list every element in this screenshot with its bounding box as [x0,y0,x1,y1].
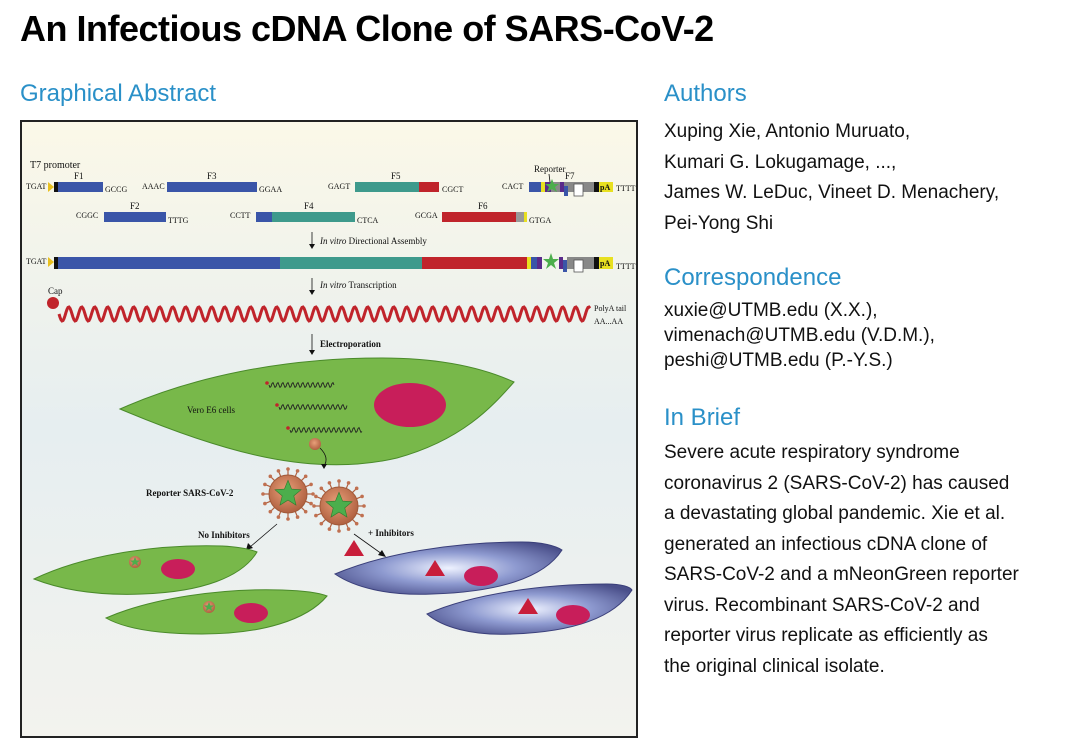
paper-title: An Infectious cDNA Clone of SARS-CoV-2 [20,8,714,49]
junction-tttt-1: TTTT [616,184,636,193]
no-inhibitor-arrow [246,543,253,550]
author-line: Kumari G. Lokugamage, ..., [664,151,897,173]
junction-tttt-2: TTTT [616,262,636,271]
junction-aaac: AAAC [142,182,165,191]
infected-cell-1 [32,545,258,595]
junction-tgat-2: TGAT [26,257,47,266]
f2-label: F2 [130,201,140,211]
f5-label: F5 [391,171,401,181]
mneongreen-star-icon [325,491,353,518]
author-line: Pei-Yong Shi [664,212,774,234]
in-brief-line: the original clinical isolate. [664,655,885,677]
t7-promoter-arrow [48,182,54,192]
inhibited-cell-1-triangle-icon [425,560,445,576]
step-electroporation: Electroporation [320,339,381,349]
inhibited-cell-2-nucleus [556,605,590,625]
genome-segment-blue [58,257,280,269]
f7-label: F7 [565,171,575,181]
graphical-abstract-svg: T7 promoter TGAT F1 GCCG CGGC F2 TTTG AA… [22,122,636,736]
junction-gcga: GCGA [415,211,438,220]
reporter-virus-label: Reporter SARS-CoV-2 [146,488,234,498]
plus-inhibitor-arrow [378,550,386,557]
author-line: James W. LeDuc, Vineet D. Menachery, [664,182,1000,203]
fragment-f4 [272,212,355,222]
step-transcription: In vitro Transcription [319,280,397,290]
polya-seq: AA...AA [594,317,623,326]
t7-label: T7 promoter [30,160,81,171]
transcription-arrow [309,290,315,295]
in-brief-line: generated an infectious cDNA clone of [664,533,988,555]
vero-nucleus [374,383,446,427]
fragment-f2 [104,212,166,222]
correspondence-email-link[interactable]: xuxie@UTMB.edu (X.X.), [664,300,878,321]
in-brief-line: SARS-CoV-2 and a mNeonGreen reporter [664,564,1019,585]
f3-label: F3 [207,171,217,181]
f1-label: F1 [74,171,84,181]
author-line: Xuping Xie, Antonio Muruato, [664,121,911,142]
fragment-f5 [355,182,419,192]
junction-tttg: TTTG [168,216,189,225]
junction-gagt: GAGT [328,182,350,191]
mneongreen-star-icon [274,479,302,506]
no-inhibitors-label: No Inhibitors [198,530,250,540]
in-brief-line: Severe acute respiratory syndrome [664,442,960,463]
reporter-virus-2 [312,479,366,533]
inhibited-cell-1 [333,541,563,595]
fragment-f1 [58,182,103,192]
infected-cell-2 [104,589,328,635]
graphical-abstract-figure: T7 promoter TGAT F1 GCCG CGGC F2 TTTG AA… [20,120,638,738]
f6-label: F6 [478,201,488,211]
reporter-virus-1 [261,467,315,521]
reporter-label: Reporter [534,164,566,174]
inhibitor-triangle-icon [344,540,364,556]
junction-cact: CACT [502,182,523,191]
infected-cell-1-virus-star-icon [130,557,140,566]
correspondence-email-link[interactable]: peshi@UTMB.edu (P.-Y.S.) [664,350,893,371]
junction-gtga: GTGA [529,216,551,225]
graphical-abstract-heading: Graphical Abstract [20,80,217,107]
junction-cgct: CGCT [442,185,463,194]
reporter-star-icon [545,179,559,192]
infected-cell-2-virus-star-icon [204,602,214,611]
correspondence-list: xuxie@UTMB.edu (X.X.), vimenach@UTMB.edu… [664,298,935,373]
junction-cctt: CCTT [230,211,251,220]
step-assembly: In vitro Directional Assembly [319,236,427,246]
genome-reporter-star-icon [543,253,559,269]
budding-virus-icon [309,438,321,450]
in-brief-heading: In Brief [664,404,741,431]
correspondence-heading: Correspondence [664,264,842,291]
junction-cggc: CGGC [76,211,98,220]
genome-segment-teal [280,257,422,269]
junction-ggaa: GGAA [259,185,282,194]
plus-inhibitors-label: + Inhibitors [368,528,414,538]
junction-gccg: GCCG [105,185,127,194]
infected-cell-2-nucleus [234,603,268,623]
fragment-f3 [167,182,257,192]
in-brief-line: virus. Recombinant SARS-CoV-2 and [664,594,980,616]
fragment-f6 [442,212,516,222]
inhibited-cell-2-triangle-icon [518,598,538,614]
authors-heading: Authors [664,80,747,107]
inhibited-cell-1-nucleus [464,566,498,586]
cap-label: Cap [48,286,63,296]
pa-label-2: pA [600,259,610,268]
f4-label: F4 [304,201,314,211]
in-brief-line: coronavirus 2 (SARS-CoV-2) has caused [664,472,1010,494]
in-brief-text: Severe acute respiratory syndrome corona… [664,438,1074,682]
cap-icon [47,297,59,309]
pa-label-1: pA [600,183,610,192]
junction-tgat-1: TGAT [26,182,47,191]
in-brief-line: a devastating global pandemic. Xie et al… [664,503,1006,524]
correspondence-email-link[interactable]: vimenach@UTMB.edu (V.D.M.), [664,325,935,346]
assembly-arrow [309,244,315,249]
authors-list: Xuping Xie, Antonio Muruato, Kumari G. L… [664,117,999,239]
in-brief-line: reporter virus replicate as efficiently … [664,625,988,646]
infected-cell-1-nucleus [161,559,195,579]
vero-label: Vero E6 cells [187,405,235,415]
genome-segment-red [422,257,527,269]
polya-label: PolyA tail [594,304,627,313]
rna-strand [57,305,592,323]
electroporation-arrow [309,350,315,355]
junction-ctca: CTCA [357,216,379,225]
